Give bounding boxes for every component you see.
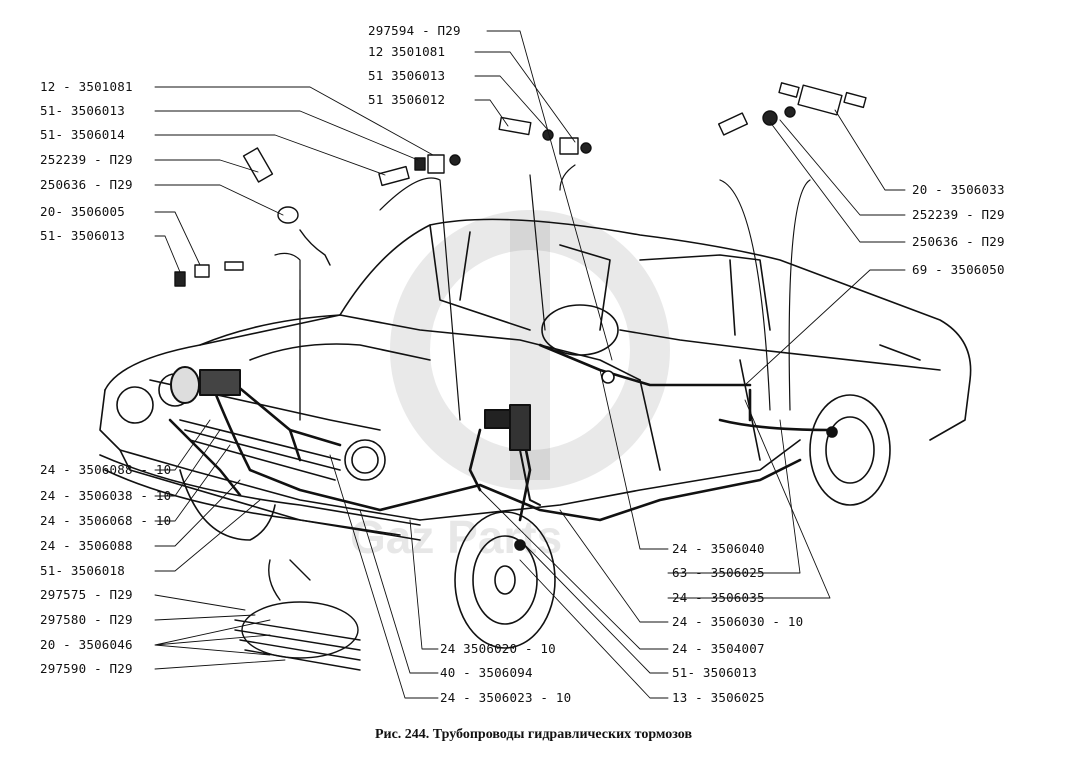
label-part: 24 - 3506088 xyxy=(40,538,133,553)
label-part: 40 - 3506094 xyxy=(440,665,533,680)
figure-caption: Рис. 244. Трубопроводы гидравлических то… xyxy=(374,727,693,742)
label-part: 297594 - П29 xyxy=(368,23,461,38)
label-part: 24 - 3506030 - 10 xyxy=(672,614,804,629)
leader-lines xyxy=(154,30,906,699)
label-part: 20 - 3506046 xyxy=(40,637,133,652)
label-part: 51- 3506013 xyxy=(672,665,757,680)
steering-wheel xyxy=(541,304,619,356)
callout-arrows xyxy=(274,164,811,421)
label-part: 12 - 3501081 xyxy=(40,79,133,94)
front-hose-fitting xyxy=(514,539,526,551)
label-part: 69 - 3506050 xyxy=(912,262,1005,277)
label-part: 24 - 3504007 xyxy=(672,641,765,656)
label-part: 51- 3506014 xyxy=(40,127,125,142)
tee-fitting xyxy=(601,370,615,384)
label-part: 24 - 3506068 - 10 xyxy=(40,513,172,528)
label-part: 51- 3506018 xyxy=(40,563,125,578)
car-body-outline xyxy=(99,218,972,536)
label-part: 24 3506020 - 10 xyxy=(440,641,556,656)
label-part: 297575 - П29 xyxy=(40,587,133,602)
front-brake-unit xyxy=(170,366,241,404)
label-part: 297590 - П29 xyxy=(40,661,133,676)
label-part: 24 - 3506088 - 10 xyxy=(40,462,172,477)
label-part: 250636 - П29 xyxy=(912,234,1005,249)
brake-master-cylinder xyxy=(484,404,541,506)
label-part: 12 3501081 xyxy=(368,44,446,59)
rear-wheel xyxy=(809,394,891,506)
car-bumper xyxy=(99,454,421,541)
label-part: 252239 - П29 xyxy=(40,152,133,167)
exploded-parts xyxy=(174,82,867,287)
rear-brake-fitting xyxy=(826,426,838,438)
label-part: 20 - 3506033 xyxy=(912,182,1005,197)
label-part: 13 - 3506025 xyxy=(672,690,765,705)
label-part: 51 3506012 xyxy=(368,92,446,107)
label-part: 20- 3506005 xyxy=(40,204,125,219)
brake-pipelines xyxy=(168,343,832,522)
label-part: 51- 3506013 xyxy=(40,103,125,118)
label-part: 24 - 3506023 - 10 xyxy=(440,690,572,705)
label-part: 24 - 3506035 xyxy=(672,590,765,605)
label-part: 252239 - П29 xyxy=(912,207,1005,222)
label-part: 51- 3506013 xyxy=(40,228,125,243)
label-part: 250636 - П29 xyxy=(40,177,133,192)
label-part: 63 - 3506025 xyxy=(672,565,765,580)
label-part: 51 3506013 xyxy=(368,68,446,83)
label-part: 24 - 3506038 - 10 xyxy=(40,488,172,503)
car-grille xyxy=(179,419,341,481)
label-part: 24 - 3506040 xyxy=(672,541,765,556)
label-part: 297580 - П29 xyxy=(40,612,133,627)
front-wheel xyxy=(454,511,556,649)
left-front-wheel xyxy=(179,469,276,541)
